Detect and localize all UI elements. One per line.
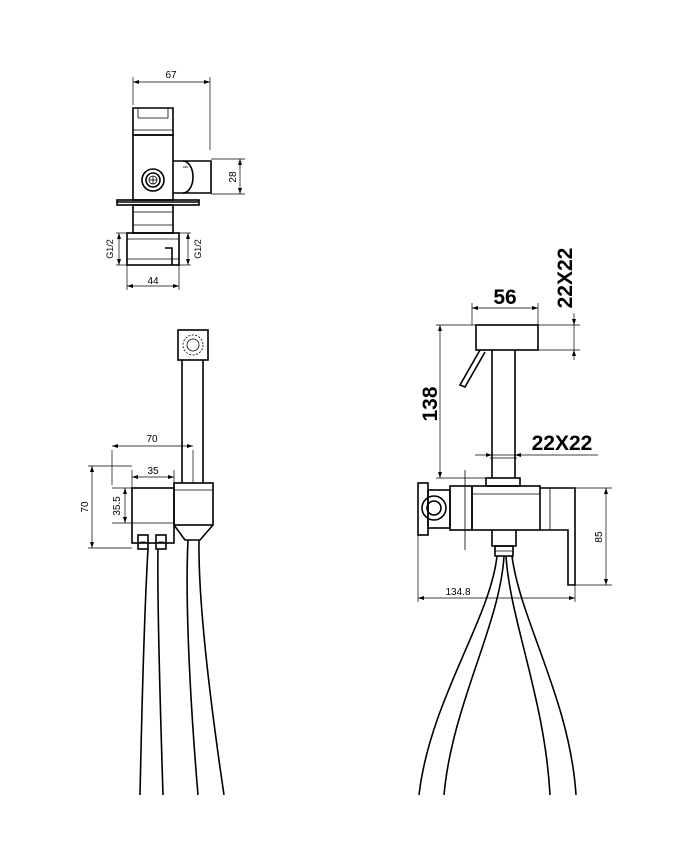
side-view: 70 35 70 35.5: [80, 329, 225, 796]
mid-dim-35: 35: [147, 466, 159, 477]
front-view: 56 22X22 138 22X22: [417, 248, 612, 796]
handle-height-dim-138: 138: [419, 386, 442, 421]
head-section-dim-22x22: 22X22: [554, 248, 577, 309]
holder-dim-28: 28: [228, 171, 239, 183]
reach-dim-70: 70: [146, 434, 158, 445]
width-dim-67: 67: [165, 70, 177, 81]
top-view: 67 28: [105, 70, 245, 290]
offset-dim-35-5: 35.5: [112, 496, 123, 516]
height-dim-70: 70: [80, 501, 91, 513]
body-section-dim-22x22: 22X22: [532, 432, 593, 455]
head-width-dim-56: 56: [493, 286, 516, 309]
thread-label-right: G1/2: [193, 239, 203, 259]
thread-label-left: G1/2: [105, 239, 115, 259]
base-dim-44: 44: [147, 276, 159, 287]
overall-width-dim-134-8: 134.8: [445, 587, 470, 598]
body-height-dim-85: 85: [594, 531, 605, 543]
